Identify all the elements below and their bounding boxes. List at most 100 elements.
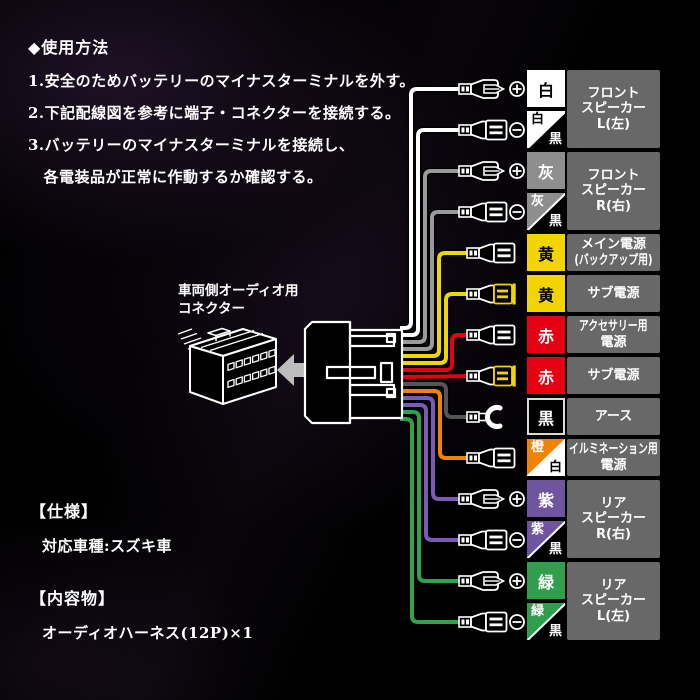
function-label-4: アクセサリー用電源: [567, 316, 660, 353]
wire-8: [400, 382, 475, 419]
wire-7: [399, 374, 476, 379]
terminal-icon-female-spade: [466, 324, 516, 346]
function-label-line: アクセサリー用: [579, 318, 648, 334]
spec-heading: 【仕様】: [30, 502, 99, 521]
function-label-3: サブ電源: [567, 275, 660, 312]
usage-title: ◆使用方法: [28, 38, 110, 57]
wire-color-chip-8: 黒: [527, 398, 565, 435]
chip-sub-label: 黒: [548, 214, 562, 229]
wire-1: [400, 128, 467, 337]
function-label-7: イルミネーション用電源: [567, 439, 660, 476]
minus-sign: [509, 122, 525, 138]
wire-color-chip-3: 灰黒: [527, 193, 565, 230]
function-label-line: (バックアップ用): [574, 252, 653, 268]
wire-2: [400, 169, 467, 344]
wire-3: [400, 210, 467, 351]
terminal-icons: [458, 79, 516, 633]
wire-13: [400, 417, 467, 624]
chip-main-label: 黄: [537, 244, 554, 264]
chip-sub-label: 黒: [548, 624, 562, 639]
function-label-line: スピーカー: [580, 183, 646, 199]
chip-main-label: 緑: [531, 604, 545, 619]
vehicle-connector-caption-line2: コネクター: [178, 301, 245, 318]
chip-main-label: 赤: [537, 326, 554, 346]
wire-color-chip-1: 白黒: [527, 111, 565, 148]
function-label-line: リア: [600, 495, 627, 511]
terminal-icon-male-spade: [458, 571, 505, 591]
vehicle-connector-caption: 車両側オーディオ用 コネクター: [178, 282, 299, 318]
usage-instructions: ◆使用方法 1.安全のためバッテリーのマイナスターミナルを外す。 2.下記配線図…: [28, 34, 415, 198]
wire-0: [400, 87, 467, 330]
wire-color-chip-6: 赤: [527, 316, 565, 353]
wire-color-chip-2: 灰: [527, 152, 565, 189]
chip-main-label: 灰: [531, 194, 545, 209]
wire-5: [400, 292, 475, 365]
plus-sign: [509, 163, 525, 179]
terminal-icon-female-spade: [458, 529, 508, 551]
wire-color-chip-11: 紫黒: [527, 521, 565, 558]
function-label-6: アース: [567, 398, 660, 435]
function-label-line: スピーカー: [580, 101, 646, 117]
harness-wires: [399, 85, 476, 626]
wire-hatch: [177, 328, 204, 350]
function-label-line: R(右): [596, 198, 631, 214]
function-label-line: リア: [600, 577, 627, 593]
wire-color-chip-9: 橙白: [527, 439, 565, 476]
terminal-icon-male-spade: [458, 489, 505, 509]
contents-heading: 【内容物】: [30, 589, 116, 608]
plus-sign: [509, 491, 525, 507]
terminal-icon-female-spade-yellow: [466, 282, 516, 306]
plus-sign: [509, 573, 525, 589]
vehicle-connector-illustration: [177, 327, 277, 405]
spec-block: 【仕様】 対応車種:スズキ車: [30, 498, 172, 556]
spec-body: 対応車種:スズキ車: [42, 537, 173, 555]
function-label-line: 電源: [600, 457, 627, 473]
function-label-line: サブ電源: [587, 285, 640, 301]
chip-main-label: 橙: [531, 440, 545, 455]
minus-sign: [509, 614, 525, 630]
terminal-icon-male-spade: [458, 161, 505, 181]
wire-color-chip-7: 赤: [527, 357, 565, 394]
function-label-line: フロント: [587, 167, 640, 183]
wire-6: [400, 333, 475, 372]
plug-direction-arrow: [277, 354, 305, 386]
wire-12: [400, 410, 467, 583]
function-label-2: メイン電源(バックアップ用): [567, 234, 660, 271]
wire-color-chip-4: 黄: [527, 234, 565, 271]
chip-main-label: 紫: [537, 490, 554, 510]
chip-main-label: 黄: [537, 285, 554, 305]
chip-main-label: 灰: [537, 162, 554, 182]
terminal-icon-female-spade: [458, 201, 508, 223]
usage-step-1: 1.安全のためバッテリーのマイナスターミナルを外す。: [28, 72, 415, 90]
function-label-line: イルミネーション用: [569, 441, 658, 457]
wire-color-chip-5: 黄: [527, 275, 565, 312]
function-label-line: スピーカー: [580, 593, 646, 609]
chip-sub-label: 黒: [548, 132, 562, 147]
function-label-line: 電源: [600, 334, 627, 350]
contents-body: オーディオハーネス(12P)×1: [42, 624, 254, 642]
terminal-icon-female-spade-yellow: [466, 364, 516, 388]
function-label-line: スピーカー: [580, 511, 646, 527]
function-label-line: L(左): [596, 608, 631, 624]
terminal-icon-female-spade: [466, 242, 516, 264]
chip-main-label: 白: [531, 112, 545, 127]
chip-main-label: 紫: [531, 522, 545, 537]
wire-4: [400, 251, 475, 358]
function-label-5: サブ電源: [567, 357, 660, 394]
function-label-line: フロント: [587, 85, 640, 101]
wire-color-chip-0: 白: [527, 70, 565, 107]
function-label-line: メイン電源: [580, 236, 646, 252]
wire-color-chip-12: 緑: [527, 562, 565, 599]
terminal-icon-male-spade: [458, 79, 505, 99]
function-label-line: アース: [594, 408, 633, 424]
minus-sign: [509, 204, 525, 220]
plus-sign: [509, 81, 525, 97]
wire-color-chip-13: 緑黒: [527, 603, 565, 640]
chip-main-label: 黒: [537, 408, 554, 428]
wire-color-chip-10: 紫: [527, 480, 565, 517]
